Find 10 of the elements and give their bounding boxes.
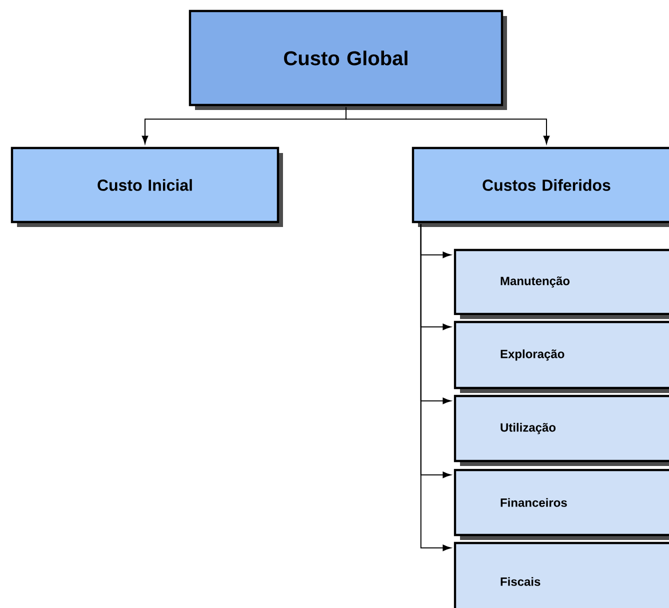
connector-arrow: [346, 106, 550, 144]
connector-arrow: [420, 224, 451, 552]
category-box: Custo Inicial: [10, 146, 283, 227]
item-box: Manutenção: [454, 248, 669, 319]
item-box: Financeiros: [454, 468, 669, 540]
root-box: Custo Global: [188, 10, 507, 110]
item-box: Exploração: [454, 320, 669, 393]
item-box: Fiscais: [454, 542, 669, 608]
item-box: Utilização: [454, 394, 669, 466]
category-box: Custos Diferidos: [412, 146, 669, 227]
